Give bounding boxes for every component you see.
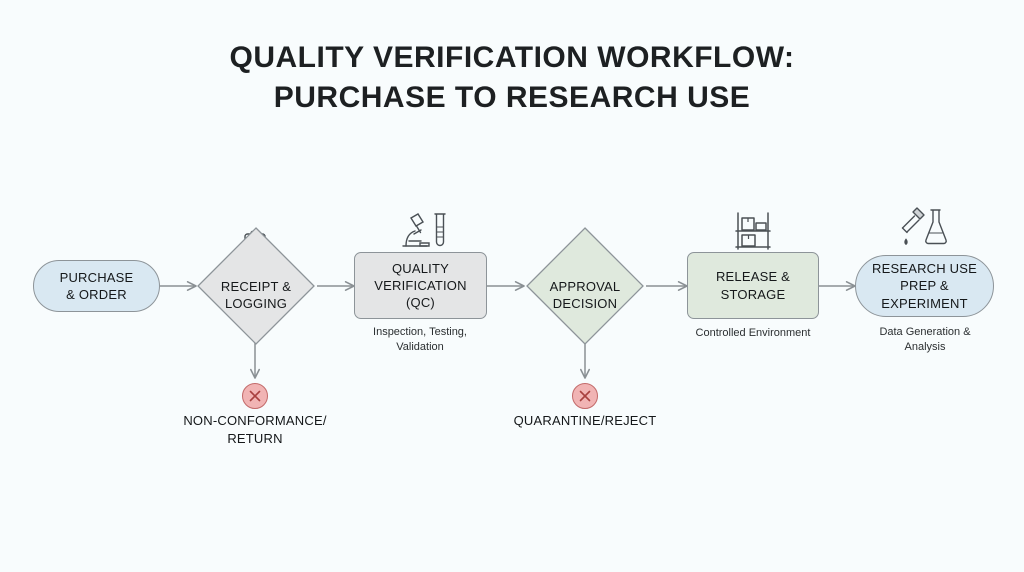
node-approval-decision-label: APPROVAL DECISION bbox=[549, 278, 621, 311]
reject-label-non-conformance: NON-CONFORMANCE/ RETURN bbox=[183, 413, 327, 446]
node-purchase-order-label: PURCHASE & ORDER bbox=[59, 269, 134, 302]
pipette-flask-icon bbox=[888, 204, 960, 252]
title-line-1: QUALITY VERIFICATION WORKFLOW: bbox=[229, 41, 795, 74]
diagram-title: QUALITY VERIFICATION WORKFLOW: PURCHASE … bbox=[0, 38, 1024, 118]
reject-label-quarantine: QUARANTINE/REJECT bbox=[513, 413, 657, 428]
node-quality-verification-label: QUALITY VERIFICATION (QC) bbox=[374, 260, 467, 311]
diamond-shape-approval bbox=[526, 227, 644, 345]
node-receipt-logging-label: RECEIPT & LOGGING bbox=[220, 278, 292, 311]
microscope-test-tube-icon bbox=[386, 208, 454, 252]
storage-shelf-icon bbox=[716, 208, 790, 252]
node-research-use-caption: Data Generation & Analysis bbox=[879, 326, 971, 354]
node-receipt-logging[interactable]: RECEIPT & LOGGING bbox=[196, 226, 316, 346]
node-approval-decision[interactable]: APPROVAL DECISION bbox=[525, 226, 645, 346]
x-circle-icon-non-conformance[interactable] bbox=[242, 383, 268, 409]
title-line-2: PURCHASE TO RESEARCH USE bbox=[273, 80, 751, 114]
node-purchase-order[interactable]: PURCHASE & ORDER bbox=[33, 260, 160, 312]
diamond-shape-receipt bbox=[197, 227, 315, 345]
node-release-storage-caption: Controlled Environment bbox=[695, 327, 811, 339]
node-release-storage-label: RELEASE & STORAGE bbox=[715, 269, 791, 302]
node-research-use-label: RESEARCH USE PREP & EXPERIMENT bbox=[872, 261, 977, 311]
node-quality-verification[interactable]: QUALITY VERIFICATION (QC) bbox=[354, 252, 487, 319]
node-release-storage[interactable]: RELEASE & STORAGE bbox=[687, 252, 819, 319]
x-circle-icon-quarantine[interactable] bbox=[572, 383, 598, 409]
node-research-use[interactable]: RESEARCH USE PREP & EXPERIMENT bbox=[855, 255, 994, 317]
node-quality-verification-caption: Inspection, Testing, Validation bbox=[373, 326, 467, 354]
